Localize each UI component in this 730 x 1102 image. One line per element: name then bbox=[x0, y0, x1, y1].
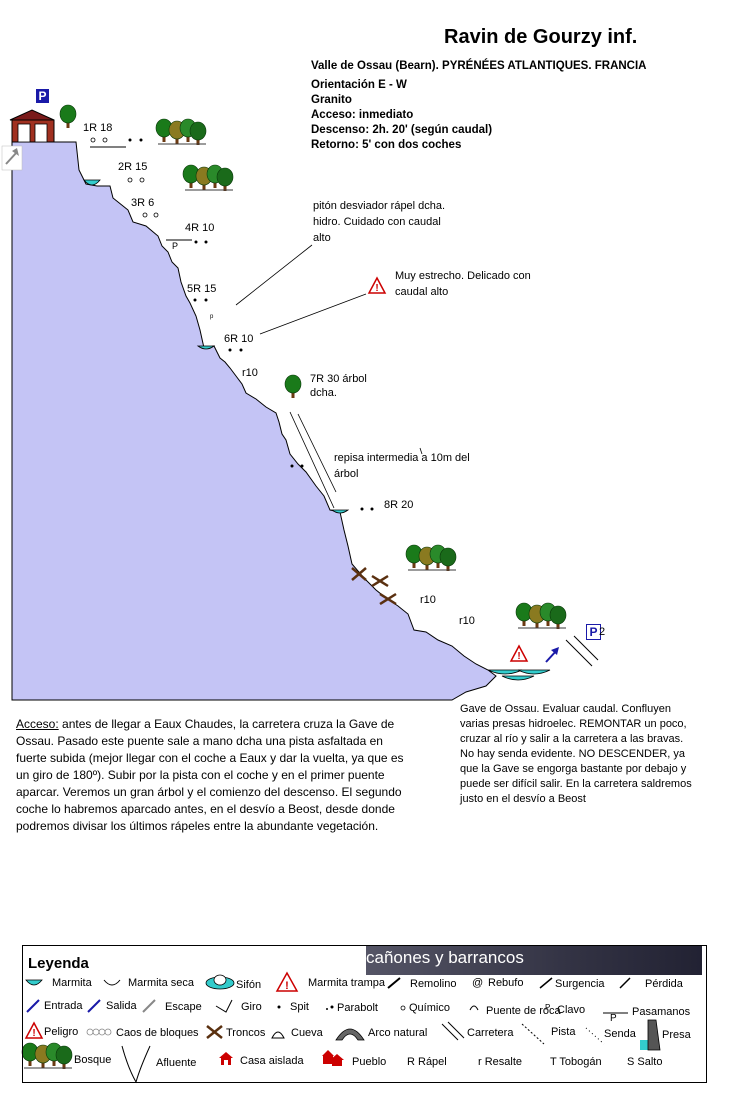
legend-clavo: Clavo bbox=[557, 1004, 586, 1016]
legend-afluente: Afluente bbox=[156, 1057, 197, 1069]
legend-casa: Casa aislada bbox=[240, 1055, 304, 1067]
svg-text:p: p bbox=[210, 314, 214, 320]
legend-surgencia: Surgencia bbox=[555, 978, 605, 990]
legend-tobogan: T Tobogán bbox=[550, 1056, 602, 1068]
legend-entrada: Entrada bbox=[44, 1000, 83, 1012]
legend-cueva: Cueva bbox=[291, 1027, 323, 1039]
tree-icon bbox=[59, 104, 77, 128]
pool-5 bbox=[501, 675, 535, 681]
legend-salto: S Salto bbox=[627, 1056, 663, 1068]
rappel-8: 8R 20 bbox=[384, 499, 414, 511]
legend-box bbox=[22, 945, 707, 1083]
legend-spit: Spit bbox=[290, 1001, 309, 1013]
legend-rebufo: Rebufo bbox=[488, 977, 524, 989]
tree-icon bbox=[189, 121, 207, 145]
legend-marmita-trampa: Marmita trampa bbox=[308, 977, 386, 989]
house-icon bbox=[9, 109, 55, 143]
tree-icon bbox=[405, 544, 423, 568]
legend-senda: Senda bbox=[604, 1028, 636, 1040]
resalte-1: r10 bbox=[242, 367, 258, 379]
brand-banner bbox=[366, 946, 702, 975]
legend-quimico: Químico bbox=[409, 1002, 450, 1014]
anchor-dots bbox=[128, 138, 374, 511]
tree-icon bbox=[549, 605, 567, 629]
pool-6 bbox=[517, 669, 551, 675]
parking-bottom-icon: P bbox=[586, 624, 601, 640]
tree-icon bbox=[216, 167, 234, 191]
exit-arrow-icon bbox=[545, 647, 559, 663]
note-piton: pitón desviador rápel dcha.hidro. Cuidad… bbox=[313, 200, 446, 244]
escape-icon bbox=[1, 145, 23, 171]
tree-icon bbox=[284, 374, 302, 398]
legend-bosque: Bosque bbox=[74, 1054, 112, 1066]
pasamanos-marker: P bbox=[172, 241, 179, 251]
svg-text:!: ! bbox=[517, 651, 520, 662]
danger-icon: ! bbox=[509, 644, 529, 662]
legend-marmita: Marmita bbox=[52, 977, 92, 989]
legend-troncos: Troncos bbox=[226, 1027, 266, 1039]
legend-peligro: Peligro bbox=[44, 1026, 79, 1038]
canyon-profile bbox=[11, 141, 497, 701]
legend-marmita-seca: Marmita seca bbox=[128, 977, 195, 989]
log-icons bbox=[351, 567, 397, 606]
legend-clavo-icon: P bbox=[545, 1003, 551, 1012]
rappel-5: 5R 15 bbox=[187, 283, 217, 295]
legend-resalte: r Resalte bbox=[478, 1056, 523, 1068]
tree-icon bbox=[439, 547, 457, 571]
legend-pasamanos-p: P bbox=[610, 1013, 617, 1024]
svg-text:!: ! bbox=[375, 283, 378, 294]
legend-title: Leyenda bbox=[28, 955, 89, 972]
rappel-7: 7R 30 árbol bbox=[310, 373, 367, 385]
legend-salida: Salida bbox=[106, 1000, 137, 1012]
access-description: Acceso: antes de llegar a Eaux Chaudes, … bbox=[16, 717, 404, 833]
resalte-2: r10 bbox=[420, 594, 436, 606]
pool-2 bbox=[196, 345, 216, 350]
brand-logo: cañones y barrancos bbox=[366, 948, 524, 967]
region: Valle de Ossau (Bearn). PYRÉNÉES ATLANTI… bbox=[311, 60, 647, 72]
exit-description: Gave de Ossau. Evaluar caudal. Confluyen… bbox=[460, 703, 692, 805]
legend-presa: Presa bbox=[662, 1029, 691, 1041]
legend-caos: Caos de bloques bbox=[116, 1027, 199, 1039]
legend-giro: Giro bbox=[241, 1001, 262, 1013]
legend-rapel: R Rápel bbox=[407, 1056, 447, 1068]
parking-top-icon: P bbox=[36, 89, 49, 103]
legend-arco: Arco natural bbox=[368, 1027, 428, 1039]
legend-remolino: Remolino bbox=[410, 978, 457, 990]
legend-parabolt: Parabolt bbox=[337, 1002, 378, 1014]
rappel-6: 6R 10 bbox=[224, 333, 254, 345]
legend-carretera: Carretera bbox=[467, 1027, 514, 1039]
trees bbox=[21, 104, 567, 1069]
rappel-2: 2R 15 bbox=[118, 161, 148, 173]
legend-perdida: Pérdida bbox=[645, 978, 683, 990]
rappel-4: 4R 10 bbox=[185, 222, 215, 234]
legend-sifon: Sifón bbox=[236, 979, 262, 991]
orientation: Orientación E - W bbox=[311, 79, 407, 91]
legend-puente-roca: Puente de roca bbox=[486, 1005, 561, 1017]
rappel-7-note: dcha. bbox=[310, 387, 337, 399]
legend-pista: Pista bbox=[551, 1026, 576, 1038]
descent-time: Descenso: 2h. 20' (según caudal) bbox=[311, 124, 493, 136]
rappel-1: 1R 18 bbox=[83, 122, 113, 134]
return-time: Retorno: 5' con dos coches bbox=[311, 139, 462, 151]
danger-icon: ! bbox=[367, 276, 387, 294]
access-time: Acceso: inmediato bbox=[311, 109, 414, 121]
legend-pasamanos: Pasamanos bbox=[632, 1006, 691, 1018]
tree-icon bbox=[55, 1045, 73, 1069]
chemical-anchors bbox=[90, 137, 159, 218]
rock-type: Granito bbox=[311, 94, 352, 106]
legend-pueblo: Pueblo bbox=[352, 1056, 387, 1068]
legend-escape: Escape bbox=[165, 1001, 202, 1013]
pool-1 bbox=[83, 179, 101, 186]
resalte-3: r10 bbox=[459, 615, 475, 627]
parking-bottom-number: 2 bbox=[599, 626, 606, 638]
rappel-3: 3R 6 bbox=[131, 197, 155, 209]
page-title: Ravin de Gourzy inf. bbox=[444, 26, 638, 48]
pool-3 bbox=[330, 509, 350, 514]
